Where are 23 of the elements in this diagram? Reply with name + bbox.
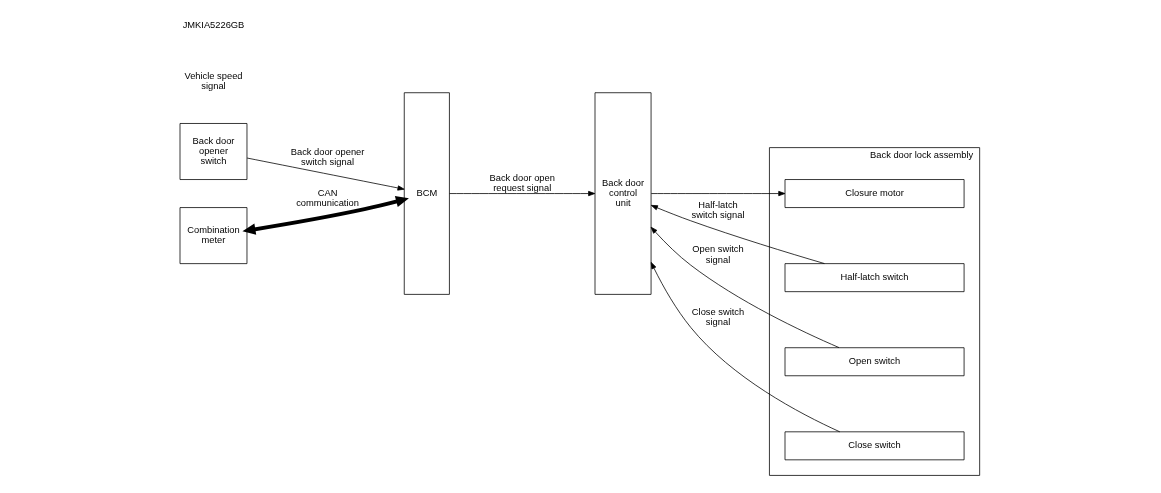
arrow <box>650 262 840 433</box>
node-box: Closure motor <box>784 179 964 208</box>
node-box: Combination meter <box>179 207 247 264</box>
node-box: BCM <box>403 92 450 295</box>
arrow <box>241 196 409 235</box>
edge-label: Back door opener switch signal <box>290 147 364 168</box>
arrow <box>650 204 825 264</box>
edge-label: Open switch signal <box>691 244 744 265</box>
edge-label: Back door open request signal <box>489 172 555 193</box>
arrow <box>650 191 785 197</box>
edge-label: CAN communication <box>295 188 359 209</box>
node-box: Back door control unit <box>594 92 651 295</box>
label: JMKIA5226GB <box>182 19 244 30</box>
edge-label: Close switch signal <box>691 306 744 327</box>
label: Vehicle speed signal <box>183 70 243 91</box>
node-box: Half-latch switch <box>784 263 964 293</box>
arrow <box>246 157 405 191</box>
arrow <box>448 191 595 197</box>
arrow <box>650 226 839 348</box>
node-box: Close switch <box>784 431 964 461</box>
node-box: Open switch <box>784 347 964 377</box>
node-box: Back door opener switch <box>179 123 247 180</box>
edge-label: Half-latch switch signal <box>691 200 744 221</box>
